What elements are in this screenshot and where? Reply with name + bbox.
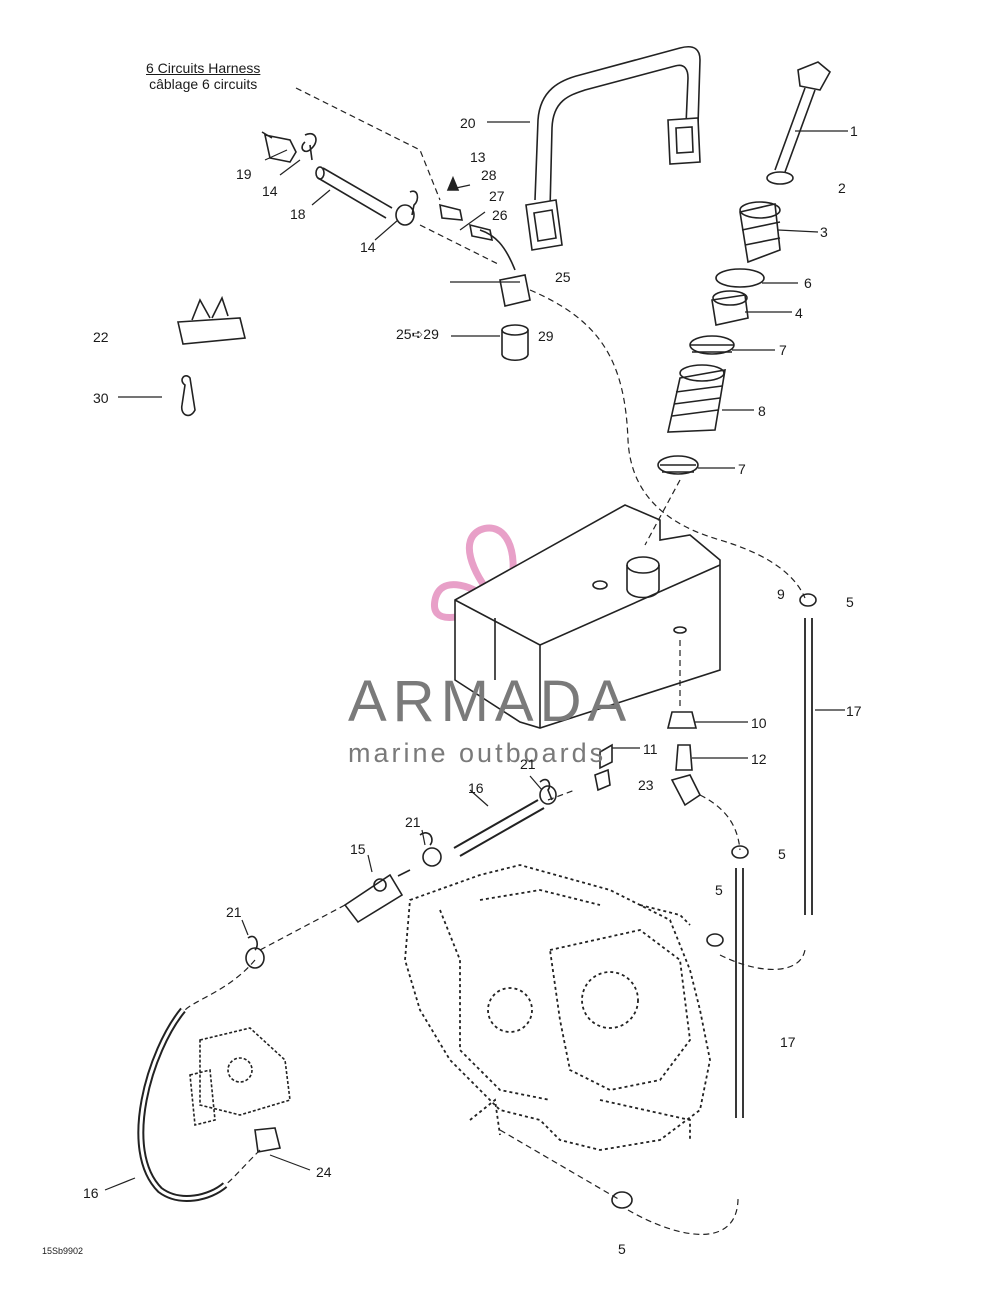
- engine-block-outline: [404, 864, 711, 1151]
- drawing-code: 15Sb9902: [42, 1246, 84, 1256]
- fuel-sender-fittings: [261, 131, 531, 362]
- harness-label-en: 6 Circuits Harness: [146, 60, 261, 76]
- callout-5-mid: 5: [778, 846, 786, 862]
- harness-note: 6 Circuits Harness câblage 6 circuits: [146, 60, 260, 92]
- callout-26: 26: [492, 207, 508, 223]
- oil-injection-pump: [189, 1027, 291, 1127]
- callout-25: 25: [555, 269, 571, 285]
- callout-15: 15: [350, 841, 366, 857]
- callout-24: 24: [316, 1164, 332, 1180]
- callout-5-bottom: 5: [618, 1241, 626, 1257]
- leader-lines: [104, 121, 848, 1191]
- callout-21-c: 21: [226, 904, 242, 920]
- callout-9: 9: [777, 586, 785, 602]
- callout-1: 1: [850, 123, 858, 139]
- callout-20: 20: [460, 115, 476, 131]
- fuel-tank: [454, 504, 721, 729]
- callout-16-lower: 16: [83, 1185, 99, 1201]
- harness-label-fr: câblage 6 circuits: [149, 76, 258, 92]
- filler-neck-assembly: [657, 61, 832, 475]
- callout-13: 13: [470, 149, 486, 165]
- callout-17-lower: 17: [780, 1034, 796, 1050]
- strap-handle: [525, 45, 701, 251]
- callout-12: 12: [751, 751, 767, 767]
- callout-27: 27: [489, 188, 505, 204]
- callout-11: 11: [643, 741, 658, 757]
- callout-14-upper: 14: [262, 183, 278, 199]
- callout-21-a: 21: [520, 756, 536, 772]
- callout-18: 18: [290, 206, 306, 222]
- callout-21-b: 21: [405, 814, 421, 830]
- callout-7-upper: 7: [779, 342, 787, 358]
- callout-6: 6: [804, 275, 812, 291]
- callout-29: 29: [538, 328, 554, 344]
- callout-28: 28: [481, 167, 497, 183]
- callout-3: 3: [820, 224, 828, 240]
- callout-23: 23: [638, 777, 654, 793]
- callout-8: 8: [758, 403, 766, 419]
- callout-22: 22: [93, 329, 109, 345]
- callout-7-lower: 7: [738, 461, 746, 477]
- callout-17-upper: 17: [846, 703, 862, 719]
- watermark-brand: ARMADA: [348, 669, 633, 734]
- callout-14-lower: 14: [360, 239, 376, 255]
- callout-19: 19: [236, 166, 252, 182]
- callout-2: 2: [838, 180, 846, 196]
- callout-10: 10: [751, 715, 767, 731]
- routing-lines: [184, 87, 806, 1235]
- callout-25-to-29: 25➪29: [396, 326, 439, 342]
- callout-30: 30: [93, 390, 109, 406]
- callout-16-upper: 16: [468, 780, 484, 796]
- harness-clips: [177, 295, 247, 417]
- callout-5-tank: 5: [846, 594, 854, 610]
- callout-4: 4: [795, 305, 803, 321]
- watermark-tagline: marine outboards: [348, 738, 607, 768]
- fuel-lines: [137, 593, 817, 1209]
- callout-5-engine: 5: [715, 882, 723, 898]
